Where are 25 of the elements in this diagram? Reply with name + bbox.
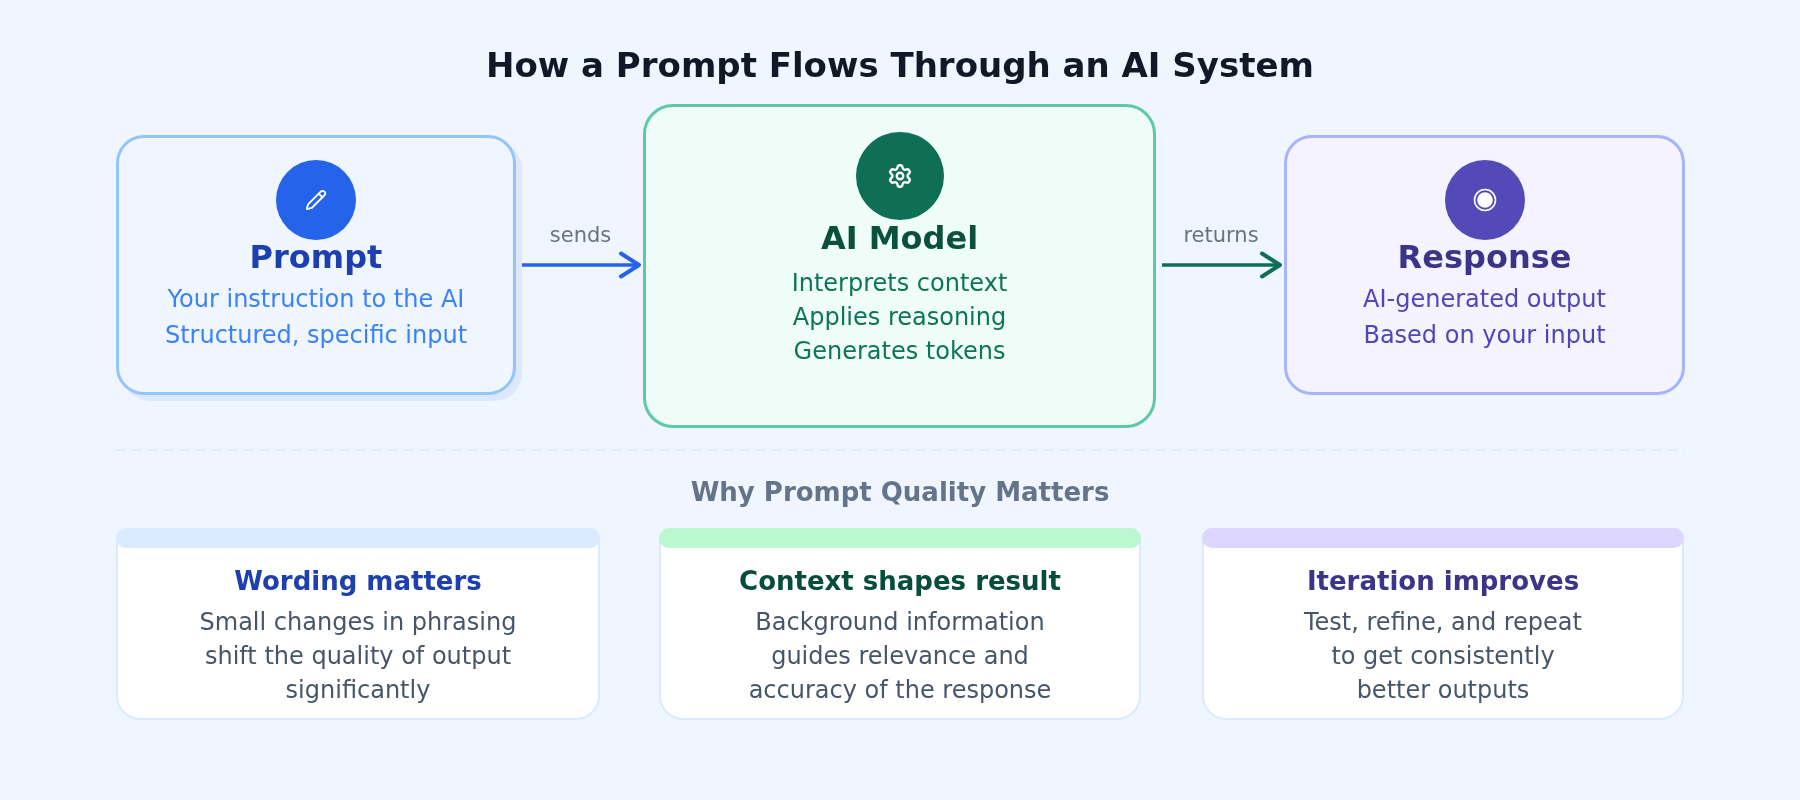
card-title: Iteration improves (1306, 565, 1580, 597)
card-description: Test, refine, and repeat to get consistently better outputs (1303, 607, 1583, 706)
node-description: Interprets context (791, 268, 1008, 299)
node-title: Response (1397, 241, 1572, 273)
card-description: Small changes in phrasing shift the quality of output significantly (198, 607, 518, 706)
node-description: Generates tokens (793, 336, 1006, 367)
info-card (659, 528, 1141, 720)
node-description: Applies reasoning (792, 302, 1007, 333)
card-description: Background information guides relevance and accuracy of the response (747, 607, 1053, 706)
card-title: Context shapes result (739, 565, 1061, 597)
info-card (1202, 528, 1684, 720)
node-title: Prompt (249, 241, 383, 273)
node-description: Based on your input (1363, 320, 1606, 351)
node-description: Structured, specific input (164, 320, 468, 351)
diagram-title: How a Prompt Flows Through an AI System (486, 45, 1314, 85)
node-description: AI-generated output (1363, 284, 1606, 315)
info-card (116, 528, 600, 720)
section-heading: Why Prompt Quality Matters (690, 476, 1110, 508)
arrow (522, 251, 641, 279)
process-box (1284, 135, 1685, 395)
arrow (1162, 251, 1282, 279)
card-title: Wording matters (234, 565, 482, 597)
process-box (643, 104, 1156, 428)
node-title: AI Model (820, 222, 979, 254)
node-description: Your instruction to the AI (167, 284, 465, 315)
